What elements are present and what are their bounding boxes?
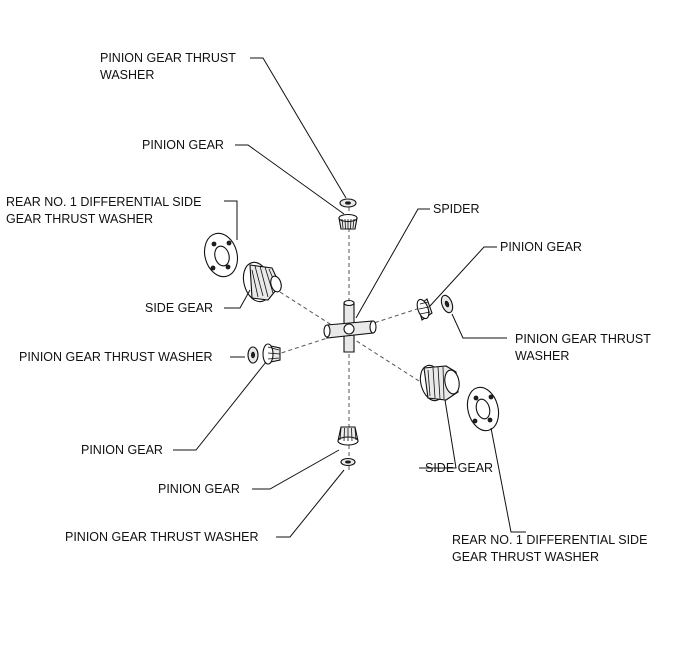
left-side-gear — [242, 261, 282, 303]
label-right-pinion: PINION GEAR — [500, 240, 582, 254]
left-side-gear-thrust-washer — [203, 232, 239, 278]
right-pinion-thrust-washer — [440, 294, 454, 314]
label-right-washer-line1: PINION GEAR THRUST — [515, 332, 651, 346]
label-right-side-washer-line2: GEAR THRUST WASHER — [452, 550, 599, 564]
leader-lines — [173, 57, 526, 538]
label-right-washer-line2: WASHER — [515, 349, 569, 363]
right-side-gear — [419, 364, 460, 402]
label-bottom-washer: PINION GEAR THRUST WASHER — [65, 530, 259, 544]
label-left-side-gear: SIDE GEAR — [145, 301, 213, 315]
right-side-gear-thrust-washer — [466, 386, 500, 432]
bottom-pinion-thrust-washer — [340, 457, 356, 467]
top-pinion-gear — [338, 213, 358, 230]
spider — [323, 299, 377, 353]
label-left-pinion: PINION GEAR — [81, 443, 163, 457]
label-top-pinion: PINION GEAR — [142, 138, 224, 152]
label-right-side-washer-line1: REAR NO. 1 DIFFERENTIAL SIDE — [452, 533, 647, 547]
label-spider: SPIDER — [433, 202, 480, 216]
callout-labels: PINION GEAR THRUST WASHER PINION GEAR RE… — [6, 51, 651, 564]
label-left-washer: PINION GEAR THRUST WASHER — [19, 350, 213, 364]
label-top-washer-line1: PINION GEAR THRUST — [100, 51, 236, 65]
bottom-pinion-gear — [337, 426, 359, 446]
left-pinion-gear — [262, 343, 281, 365]
right-pinion-gear — [416, 298, 433, 321]
label-bottom-pinion: PINION GEAR — [158, 482, 240, 496]
label-left-side-washer-line2: GEAR THRUST WASHER — [6, 212, 153, 226]
label-top-washer-line2: WASHER — [100, 68, 154, 82]
top-pinion-thrust-washer — [339, 198, 357, 208]
left-pinion-thrust-washer — [247, 346, 259, 364]
label-left-side-washer-line1: REAR NO. 1 DIFFERENTIAL SIDE — [6, 195, 201, 209]
label-right-side-gear: SIDE GEAR — [425, 461, 493, 475]
